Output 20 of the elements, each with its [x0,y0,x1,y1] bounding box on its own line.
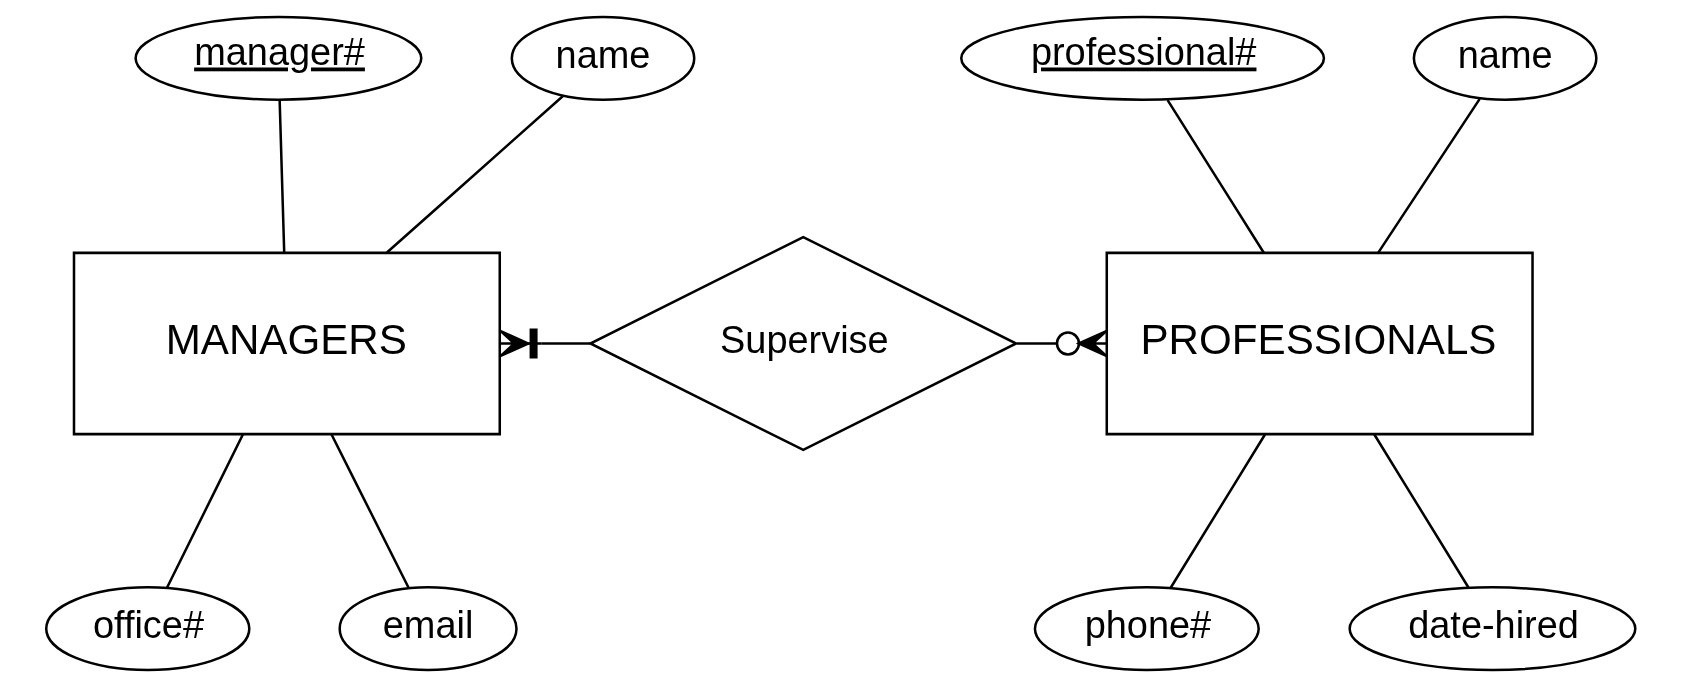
node-ellipse: professional# [960,15,1326,101]
node-ellipse: date-hired [1348,586,1637,672]
connector [1377,98,1481,254]
connector [1169,433,1267,589]
connector [1373,433,1470,589]
node-ellipse: manager# [134,15,423,101]
connector [386,95,564,254]
node-ellipse: name [1412,15,1598,101]
connector [278,100,286,253]
node-diamond: Supervise [587,235,1019,452]
node-box: PROFESSIONALS [1105,251,1534,436]
node-ellipse: name [510,15,696,101]
node-ellipse: office# [44,586,251,672]
connector [166,433,244,589]
connector [1166,99,1265,254]
connector [1017,329,1108,358]
node-ellipse: phone# [1033,586,1260,672]
node-ellipse: email [338,586,518,672]
connector [330,433,410,589]
node-box: MANAGERS [72,251,501,436]
